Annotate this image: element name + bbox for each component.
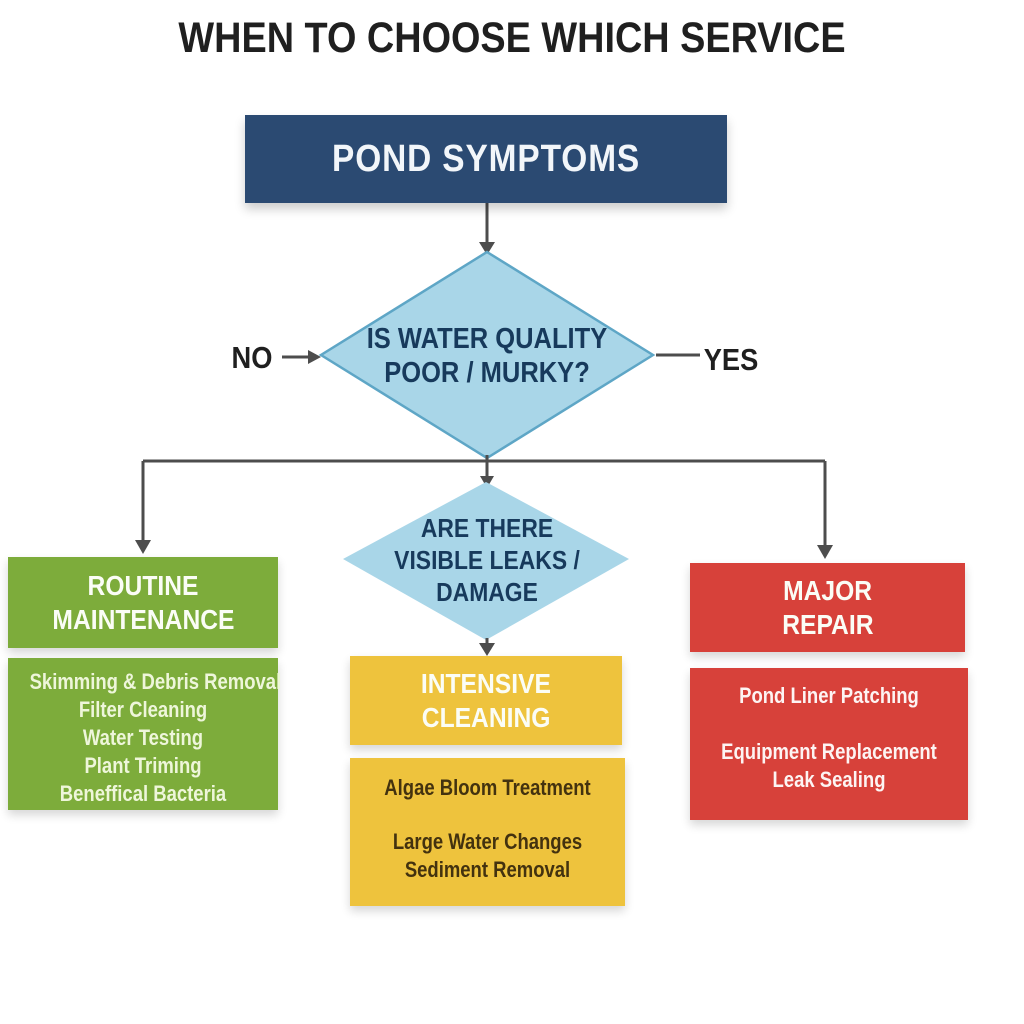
service-item: Filter Cleaning — [78, 697, 208, 722]
arrowhead-branch-left — [135, 540, 151, 554]
major-title-line2: REPAIR — [781, 608, 874, 640]
node-pond-symptoms: POND SYMPTOMS — [245, 115, 727, 203]
decision1-line2: POOR / MURKY? — [384, 357, 590, 389]
major-title-line1: MAJOR — [783, 574, 872, 606]
service-item: Sediment Removal — [404, 857, 571, 882]
arrowhead-branch-middle — [480, 476, 494, 488]
decision1-line1: IS WATER QUALITY — [366, 323, 608, 355]
arrowhead-start-to-decision1 — [479, 242, 495, 255]
service-item: Skimming & Debris Removal — [29, 669, 282, 694]
service-item: Equipment Replacement — [721, 739, 937, 764]
decision2-diamond — [343, 482, 629, 640]
routine-services-list: Skimming & Debris Removal Filter Cleanin… — [8, 658, 282, 810]
decision2-label: ARE THERE VISIBLE LEAKS / DAMAGE — [347, 512, 627, 608]
routine-title-line1: ROUTINE — [87, 569, 199, 601]
decision2-line2: VISIBLE LEAKS / — [394, 545, 580, 575]
decision1-label: IS WATER QUALITY POOR / MURKY? — [327, 322, 647, 390]
node-intensive-cleaning: INTENSIVE CLEANING — [350, 656, 622, 745]
decision2-line3: DAMAGE — [436, 577, 538, 607]
node-pond-symptoms-label: POND SYMPTOMS — [331, 137, 641, 180]
intensive-services-list: Algae Bloom Treatment Large Water Change… — [350, 758, 625, 906]
node-major-repair: MAJOR REPAIR — [690, 563, 965, 652]
edge-label-no: NO — [231, 340, 273, 375]
arrowhead-decision2-to-intensive — [479, 643, 495, 656]
routine-title-line2: MAINTENANCE — [51, 603, 235, 635]
service-item: Large Water Changes — [392, 829, 583, 854]
arrowhead-no — [308, 350, 321, 364]
node-routine-maintenance: ROUTINE MAINTENANCE — [8, 557, 278, 648]
intensive-title-line2: CLEANING — [421, 701, 551, 733]
service-item: Plant Triming — [84, 753, 202, 778]
service-item: Water Testing — [82, 725, 204, 750]
service-item: Pond Liner Patching — [739, 683, 919, 708]
decision2-line1: ARE THERE — [420, 513, 554, 543]
arrowhead-branch-right — [817, 545, 833, 559]
major-services-list: Pond Liner Patching Equipment Replacemen… — [690, 668, 968, 820]
intensive-title-line1: INTENSIVE — [420, 667, 552, 699]
service-item: Beneffical Bacteria — [59, 781, 227, 806]
service-item: Algae Bloom Treatment — [384, 775, 591, 800]
service-item: Leak Sealing — [772, 767, 886, 792]
page-title: WHEN TO CHOOSE WHICH SERVICE — [178, 14, 846, 62]
edge-label-yes: YES — [703, 342, 759, 377]
